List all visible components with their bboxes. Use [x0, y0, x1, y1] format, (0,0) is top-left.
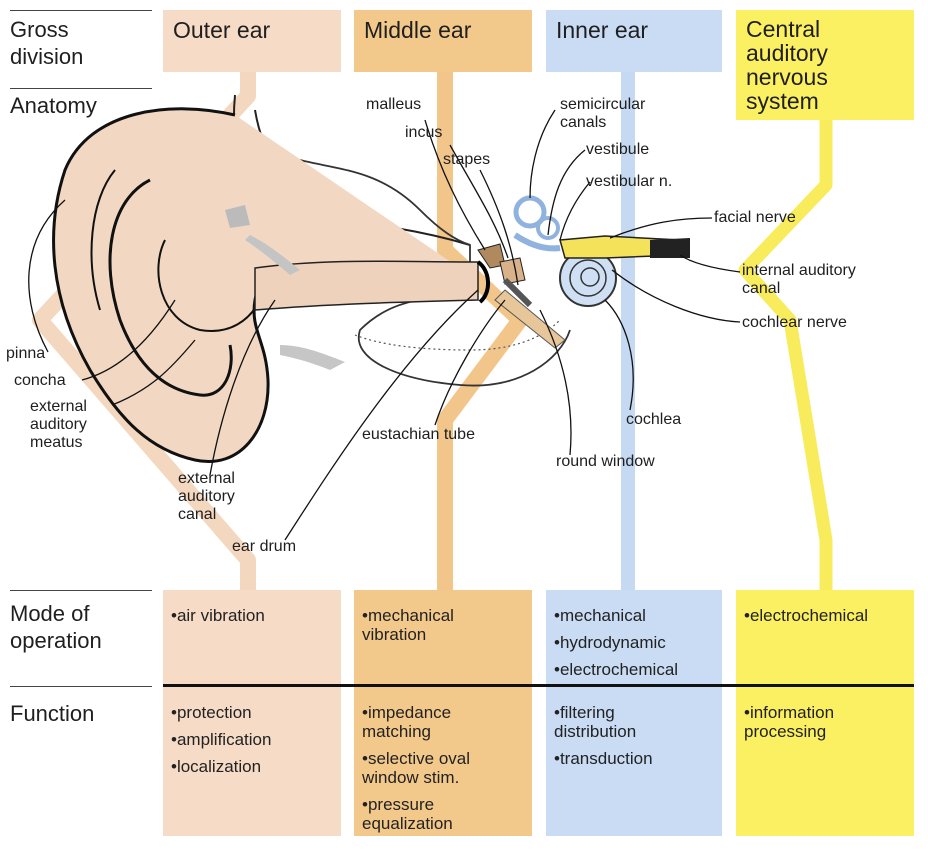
- leader-eustachian: [434, 299, 506, 426]
- header-middle-ear: Middle ear: [364, 17, 472, 43]
- vestibule-shape: [513, 232, 561, 252]
- incus-shape: [499, 257, 526, 285]
- header-outer-ear: Outer ear: [173, 17, 271, 43]
- leader-internal: [679, 254, 741, 273]
- function-cell-inner: •filtering distribution •transduction: [546, 693, 696, 776]
- leader-vestibule: [547, 149, 586, 236]
- mode-item: •electrochemical: [744, 606, 869, 625]
- inner-header-band: [546, 10, 722, 72]
- leader-stapes: [479, 169, 519, 286]
- row-label-mode: Mode of operation: [10, 601, 102, 653]
- function-cell-middle: •impedance matching •selective oval wind…: [354, 693, 504, 841]
- pinna-inner-fold: [108, 178, 233, 397]
- function-item: •impedance matching: [362, 703, 452, 741]
- mode-item: •mechanical vibration: [362, 606, 454, 644]
- function-item: •amplification: [171, 730, 272, 749]
- outer-connector-band: [32, 72, 256, 590]
- mode-cell-middle: •mechanical vibration: [354, 596, 504, 652]
- label-concha: concha: [14, 372, 66, 389]
- label-ear-drum: ear drum: [232, 538, 297, 555]
- nerve-dark: [650, 238, 690, 258]
- label-internal-auditory-canal: internal auditory canal: [742, 262, 856, 297]
- leader-eam: [111, 339, 196, 406]
- mode-cell-central: •electrochemical: [736, 596, 914, 633]
- leader-cochlea: [604, 299, 634, 411]
- function-cell-central: •information processing: [736, 693, 886, 749]
- label-stapes: stapes: [443, 151, 491, 168]
- function-item: •information processing: [744, 703, 835, 741]
- function-item: •filtering distribution: [554, 703, 637, 741]
- grey-shading-3: [280, 345, 345, 370]
- mode-cell-outer: •air vibration: [163, 596, 341, 633]
- leader-concha: [81, 299, 176, 381]
- leader-incus: [449, 144, 509, 259]
- inner-lower-band: [546, 590, 722, 836]
- row-label-function: Function: [10, 701, 95, 726]
- label-facial-nerve: facial nerve: [714, 209, 796, 226]
- leader-pinna: [28, 199, 66, 353]
- label-pinna: pinna: [6, 345, 46, 362]
- mode-item: •air vibration: [171, 606, 265, 625]
- temporal-bone: [299, 159, 571, 387]
- mode-item: •mechanical: [554, 606, 646, 625]
- eustachian-tube-shape: [494, 289, 566, 349]
- label-incus: incus: [405, 124, 443, 141]
- mode-item: •electrochemical: [554, 660, 679, 679]
- label-vestibule: vestibule: [586, 141, 650, 158]
- leader-malleus: [424, 119, 486, 251]
- eardrum-shape: [476, 260, 490, 304]
- middle-lower-band: [354, 590, 532, 836]
- function-item: •localization: [171, 757, 262, 776]
- row-label-gross-division: Gross division: [10, 17, 84, 69]
- function-item: •pressure equalization: [362, 795, 453, 833]
- mode-function-divider: [163, 684, 914, 687]
- mode-item: •hydrodynamic: [554, 633, 666, 652]
- middle-header-band: [354, 10, 532, 72]
- function-item: •selective oval window stim.: [362, 749, 471, 787]
- header-central-system: Central auditory nervous system: [746, 16, 828, 114]
- header-inner-ear: Inner ear: [556, 17, 649, 43]
- leader-ear-drum: [284, 289, 479, 541]
- row-label-anatomy: Anatomy: [10, 93, 97, 118]
- label-external-auditory-canal: external auditory canal: [178, 470, 235, 523]
- pinna-helix: [90, 169, 116, 311]
- ear-canal: [254, 260, 479, 311]
- outer-lower-band: [163, 590, 341, 836]
- separator-line-2: [10, 88, 152, 89]
- leader-cochlear-nerve: [611, 269, 741, 323]
- label-vestibular-n: vestibular n.: [586, 173, 673, 190]
- central-header-band: [736, 10, 914, 120]
- cochlea-turn-2: [580, 267, 600, 287]
- label-eustachian-tube: eustachian tube: [362, 426, 475, 443]
- label-cochlear-nerve: cochlear nerve: [742, 314, 847, 331]
- concha-shape: [157, 239, 261, 332]
- grey-shading-2: [245, 235, 300, 275]
- leader-vestibular-n: [559, 181, 591, 241]
- label-round-window: round window: [556, 453, 655, 470]
- stapes-shape: [502, 277, 533, 308]
- leader-round-window: [539, 309, 572, 456]
- function-cell-outer: •protection •amplification •localization: [163, 693, 341, 784]
- label-cochlea: cochlea: [626, 411, 682, 428]
- leader-facial: [609, 217, 713, 239]
- label-external-auditory-meatus: external auditory meatus: [30, 398, 87, 451]
- outer-header-band: [163, 10, 341, 72]
- leader-eac: [209, 299, 276, 476]
- mode-cell-inner: •mechanical •hydrodynamic •electrochemic…: [546, 596, 722, 687]
- cochlea-turn-1: [569, 259, 607, 297]
- leader-semicircular: [529, 109, 556, 199]
- central-lower-band: [736, 590, 914, 836]
- label-malleus: malleus: [366, 96, 422, 113]
- function-item: •protection: [171, 703, 252, 722]
- label-semicircular-canals: semicircular canals: [560, 96, 646, 131]
- function-item: •transduction: [554, 749, 653, 768]
- grey-shading-1: [225, 205, 250, 228]
- separator-line-3: [10, 590, 152, 591]
- central-connector-band: [738, 120, 833, 590]
- separator-line-4: [10, 686, 152, 687]
- semicircular-canal-2: [536, 216, 560, 240]
- separator-line-1: [10, 10, 152, 11]
